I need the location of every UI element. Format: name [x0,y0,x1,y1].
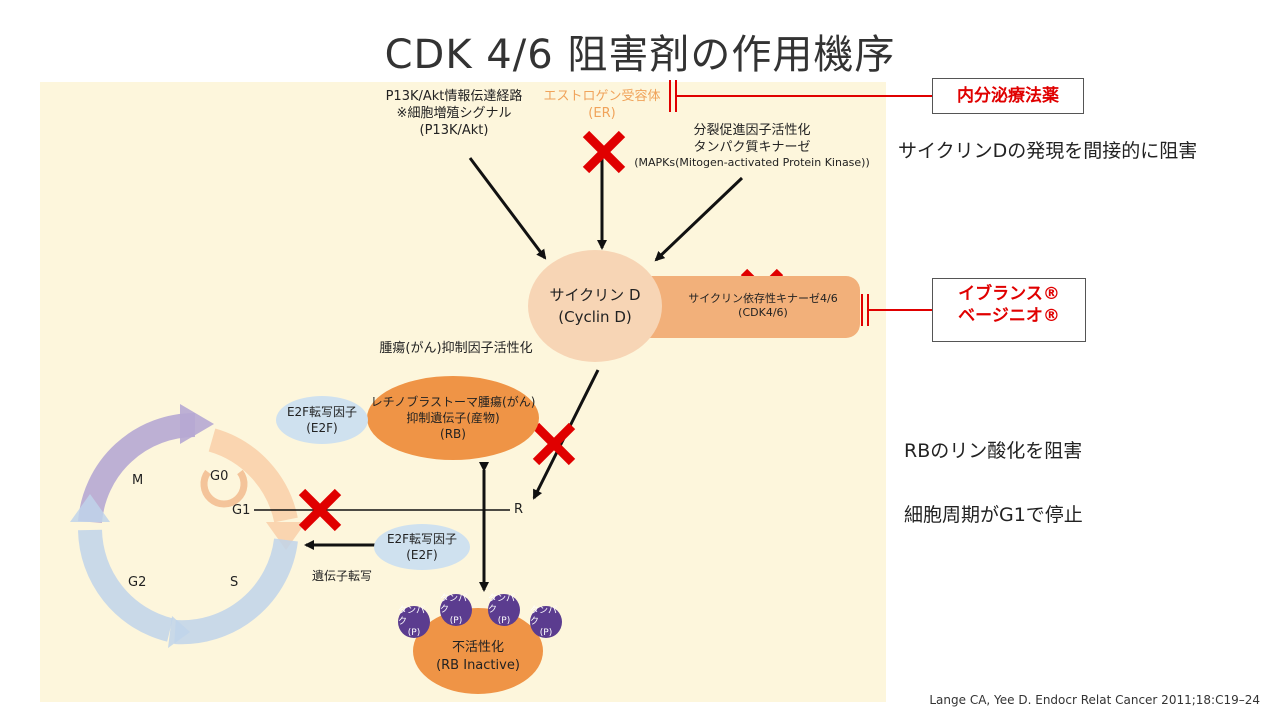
phase-s-label: S [230,575,239,590]
drug-ibrance: イブランス® [958,284,1060,304]
arrow-mapk-to-cyclin [654,176,744,262]
arrows [304,150,744,592]
phospho-circle: タンパク(P) [440,594,472,626]
drug-verzenio: ベージニオ® [958,306,1060,326]
cell-cycle-ring [70,404,306,648]
cdk46-bar: サイクリン依存性キナーゼ4/6 (CDK4/6) [646,276,860,338]
note-g1-arrest: 細胞周期がG1で停止 [904,504,1083,526]
phospho-circle: タンパク(P) [398,606,430,638]
arrow-pi3k-to-cyclin [468,157,547,260]
x-mark-g1 [298,488,342,532]
e2f-bound: E2F転写因子 (E2F) [276,396,368,444]
phase-m-label: M [132,473,144,488]
tumor-suppressor-label: 腫瘍(がん)抑制因子活性化 [379,341,533,356]
phase-g2-label: G2 [128,575,147,590]
mapk-label: 分裂促進因子活性化 タンパク質キナーゼ (MAPKs(Mitogen-activ… [634,123,870,169]
gene-transcription-label: 遺伝子転写 [311,569,372,583]
phospho-circle: タンパク(P) [530,606,562,638]
rb-ellipse: レチノブラストーマ腫瘍(がん) 抑制遺伝子(産物) (RB) [367,376,539,460]
x-mark-rb [532,422,576,466]
note-rb-phosphorylation: RBのリン酸化を阻害 [904,440,1083,462]
rb-inactive-ellipse: 不活性化 (RB Inactive) [413,608,543,694]
x-mark-er [582,130,626,174]
e2f-free: E2F転写因子 (E2F) [374,524,470,570]
slide-title: CDK 4/6 阻害剤の作用機序 [384,32,896,78]
note-cyclin-d: サイクリンDの発現を間接的に阻害 [898,140,1198,162]
endocrine-therapy-box: 内分泌療法薬 [932,78,1084,114]
phase-g1-label: G1 [232,503,251,518]
phase-g0-label: G0 [210,469,229,484]
cdk-inhibitor-box: イブランス® ベージニオ® [932,278,1086,342]
cyclin-d-ellipse: サイクリン D (Cyclin D) [528,250,662,362]
phospho-circle: タンパク(P) [488,594,520,626]
restriction-point-label: R [514,502,524,517]
er-label: エストロゲン受容体 (ER) [543,89,661,121]
citation: Lange CA, Yee D. Endocr Relat Cancer 201… [929,693,1260,707]
pi3k-label: P13K/Akt情報伝達経路 ※細胞増殖シグナル (P13K/Akt) [385,89,523,138]
inhibition-lines [669,80,932,326]
